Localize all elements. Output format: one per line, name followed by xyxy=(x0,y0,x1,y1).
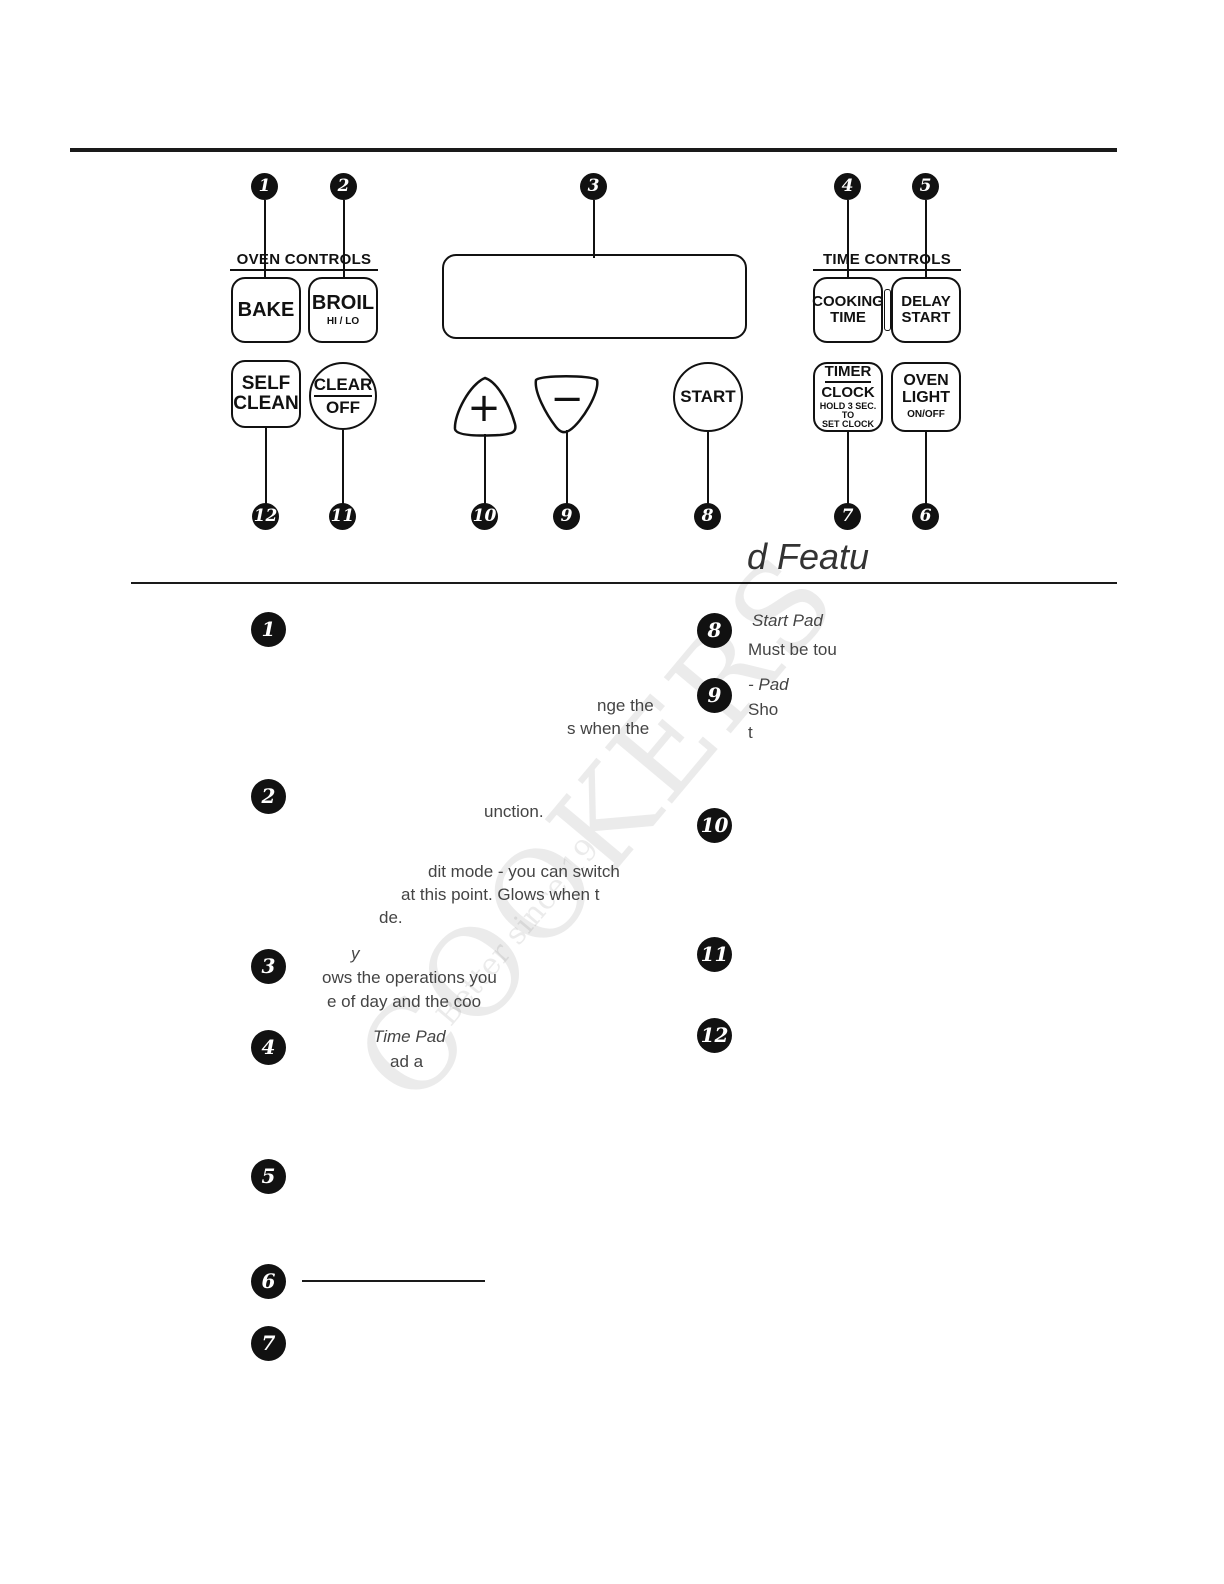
oven-controls-label: OVEN CONTROLS xyxy=(230,251,378,271)
leader-6 xyxy=(925,432,927,505)
item-2-fragment-d: de. xyxy=(379,908,403,927)
item-9-fragment-b: Sho xyxy=(748,700,779,719)
self-clean-button[interactable]: SELF CLEAN xyxy=(231,360,301,428)
top-rule xyxy=(70,148,1117,152)
minus-button[interactable]: − xyxy=(532,372,602,438)
time-controls-label: TIME CONTROLS xyxy=(813,251,961,271)
self-label: SELF xyxy=(241,373,291,395)
broil-button[interactable]: BROIL HI / LO xyxy=(308,277,378,343)
clock-sub-label-2: SET CLOCK xyxy=(821,419,874,430)
desc-callout-8: 8 xyxy=(697,613,732,648)
timer-label: TIMER xyxy=(824,364,872,383)
desc-callout-11: 11 xyxy=(697,937,732,972)
callout-3: 3 xyxy=(580,173,607,200)
callout-8: 8 xyxy=(694,503,721,530)
leader-4 xyxy=(847,200,849,280)
delay-start-label: START xyxy=(901,309,951,326)
broil-sub-label: HI / LO xyxy=(326,315,360,327)
plus-button[interactable]: + xyxy=(450,374,520,440)
light-label: LIGHT xyxy=(902,389,950,407)
leader-10 xyxy=(484,434,486,505)
cooking-time-label: TIME xyxy=(830,309,866,326)
desc-callout-1: 1 xyxy=(251,612,286,647)
cooking-time-button[interactable]: COOKING TIME xyxy=(812,277,884,343)
leader-12 xyxy=(265,428,267,505)
leader-2 xyxy=(343,200,345,280)
leader-5 xyxy=(925,200,927,280)
item-2-fragment-c: at this point. Glows when t xyxy=(401,885,600,904)
light-sub-label: ON/OFF xyxy=(907,409,945,421)
desc-callout-7: 7 xyxy=(251,1326,286,1361)
leader-8 xyxy=(707,432,709,505)
clean-label: CLEAN xyxy=(233,393,299,414)
delay-label: DELAY xyxy=(901,293,951,311)
plus-icon: + xyxy=(467,385,501,431)
oven-label: OVEN xyxy=(903,372,949,390)
delay-start-button[interactable]: DELAY START xyxy=(891,277,961,343)
callout-6: 6 xyxy=(912,503,939,530)
callout-2: 2 xyxy=(330,173,357,200)
callout-9: 9 xyxy=(553,503,580,530)
callout-1: 1 xyxy=(251,173,278,200)
desc-callout-10: 10 xyxy=(697,808,732,843)
leader-11 xyxy=(342,430,344,505)
item-1-fragment-a: nge the xyxy=(597,696,654,715)
broil-label: BROIL xyxy=(311,291,375,314)
desc-callout-6: 6 xyxy=(251,1264,286,1299)
start-label: START xyxy=(680,387,736,407)
item-6-underline xyxy=(302,1280,485,1282)
clear-off-button[interactable]: CLEAR OFF xyxy=(309,362,377,430)
item-2-fragment-a: unction. xyxy=(484,802,544,821)
item-3-fragment-c: e of day and the coo xyxy=(327,992,482,1011)
timer-clock-button[interactable]: TIMER CLOCK HOLD 3 SEC. TO SET CLOCK xyxy=(813,362,883,432)
leader-7 xyxy=(847,432,849,505)
start-button[interactable]: START xyxy=(673,362,743,432)
callout-12: 12 xyxy=(252,503,279,530)
off-label: OFF xyxy=(326,397,360,417)
callout-11: 11 xyxy=(329,503,356,530)
clear-label: CLEAR xyxy=(313,375,373,397)
item-1-fragment-b: s when the xyxy=(567,719,650,738)
desc-callout-3: 3 xyxy=(251,949,286,984)
bake-button[interactable]: BAKE xyxy=(231,277,301,343)
item-3-fragment-b: ows the operations you xyxy=(322,968,497,987)
item-3-fragment-a: y xyxy=(351,944,360,963)
desc-callout-9: 9 xyxy=(697,678,732,713)
display-window xyxy=(442,254,747,339)
callout-4: 4 xyxy=(834,173,861,200)
features-heading: d Featu xyxy=(747,536,870,577)
oven-light-button[interactable]: OVEN LIGHT ON/OFF xyxy=(891,362,961,432)
cooking-label: COOKING xyxy=(812,293,884,311)
desc-callout-2: 2 xyxy=(251,779,286,814)
clock-label: CLOCK xyxy=(821,383,875,401)
leader-3 xyxy=(593,200,595,258)
bake-label: BAKE xyxy=(237,298,295,321)
clock-sub-label-1: HOLD 3 SEC. TO xyxy=(819,400,877,421)
section-rule xyxy=(131,582,1117,584)
item-9-fragment-c: t xyxy=(748,723,753,742)
pad-divider xyxy=(884,289,891,331)
desc-callout-5: 5 xyxy=(251,1159,286,1194)
item-2-fragment-b: dit mode - you can switch xyxy=(428,862,620,881)
item-9-fragment-a: - Pad xyxy=(748,675,789,694)
desc-callout-4: 4 xyxy=(251,1030,286,1065)
item-4-fragment-b: ad a xyxy=(390,1052,424,1071)
item-4-fragment-a: Time Pad xyxy=(373,1027,446,1046)
leader-1 xyxy=(264,200,266,280)
callout-5: 5 xyxy=(912,173,939,200)
item-8-fragment-b: Must be tou xyxy=(748,640,837,659)
desc-callout-12: 12 xyxy=(697,1018,732,1053)
callout-10: 10 xyxy=(471,503,498,530)
minus-icon: − xyxy=(550,376,584,422)
item-8-fragment-a: Start Pad xyxy=(752,611,823,630)
callout-7: 7 xyxy=(834,503,861,530)
leader-9 xyxy=(566,430,568,505)
